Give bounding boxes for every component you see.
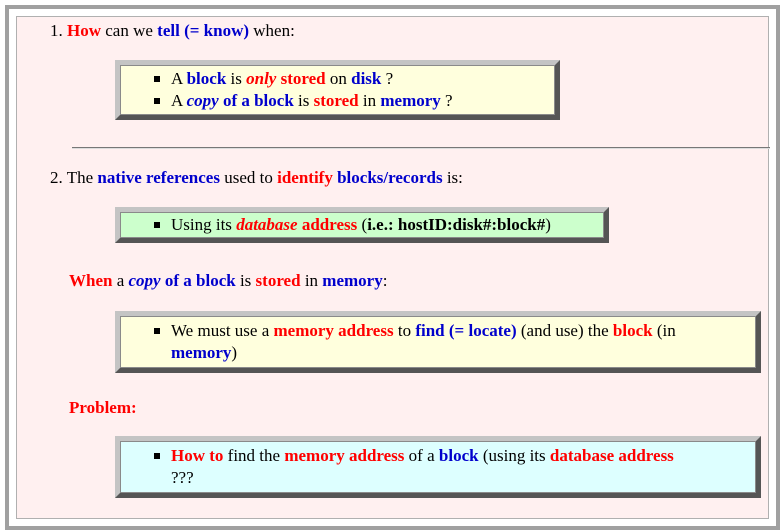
list-item: How to find the memory address of a bloc… bbox=[154, 445, 747, 489]
text: stored bbox=[280, 69, 326, 88]
text: (and use) the bbox=[516, 321, 613, 340]
text: (using its bbox=[478, 446, 550, 465]
text: i.e.: hostID:disk#:block# bbox=[367, 215, 546, 234]
page-frame: 1. How can we tell (= know) when: A bloc… bbox=[5, 5, 780, 530]
text: ? bbox=[440, 91, 453, 110]
text: when: bbox=[249, 21, 295, 40]
box-database-address: Using its database address (i.e.: hostID… bbox=[115, 207, 609, 243]
text: We must use a bbox=[171, 321, 274, 340]
text: ) bbox=[545, 215, 551, 234]
text: native references bbox=[97, 168, 220, 187]
text: is: bbox=[442, 168, 463, 187]
box-memory-address: We must use a memory address to find (= … bbox=[115, 311, 761, 373]
text: copy bbox=[128, 271, 161, 290]
text: is bbox=[226, 69, 247, 88]
text: block bbox=[186, 69, 227, 88]
text: a bbox=[112, 271, 129, 290]
list-item: We must use a memory address to find (= … bbox=[154, 320, 747, 364]
text: disk bbox=[351, 69, 382, 88]
text: on bbox=[325, 69, 352, 88]
text: database bbox=[236, 215, 298, 234]
text: of a block bbox=[222, 91, 294, 110]
text: stored bbox=[255, 271, 301, 290]
text: in bbox=[300, 271, 323, 290]
item-2-heading: 2. The native references used to identif… bbox=[50, 168, 463, 188]
box-problem: How to find the memory address of a bloc… bbox=[115, 436, 761, 498]
text: stored bbox=[313, 91, 359, 110]
text: copy bbox=[186, 91, 219, 110]
text: is bbox=[235, 271, 256, 290]
text-tell-know: tell (= know) bbox=[157, 21, 250, 40]
text: to bbox=[393, 321, 416, 340]
text: blocks/records bbox=[337, 168, 443, 187]
text: find the bbox=[223, 446, 285, 465]
text: block bbox=[612, 321, 653, 340]
box-item-1: A block is only stored on disk ? A copy … bbox=[115, 60, 560, 120]
text: : bbox=[382, 271, 388, 290]
text: Using its bbox=[171, 215, 237, 234]
text: is bbox=[293, 91, 314, 110]
when-heading: When a copy of a block is stored in memo… bbox=[69, 271, 387, 291]
text: memory bbox=[322, 271, 383, 290]
text: only bbox=[246, 69, 277, 88]
text: The bbox=[66, 168, 98, 187]
text: memory address bbox=[284, 446, 405, 465]
list-item: Using its database address (i.e.: hostID… bbox=[154, 214, 599, 236]
item-2-number: 2. bbox=[50, 168, 63, 187]
content-area: 1. How can we tell (= know) when: A bloc… bbox=[16, 16, 770, 519]
text: database address bbox=[549, 446, 674, 465]
text: How to bbox=[171, 446, 224, 465]
text: ? bbox=[381, 69, 394, 88]
text: of a bbox=[404, 446, 439, 465]
list-item: A copy of a block is stored in memory ? bbox=[154, 90, 544, 112]
text: ( bbox=[357, 215, 368, 234]
text: (in bbox=[652, 321, 676, 340]
text: of a block bbox=[164, 271, 236, 290]
item-1-heading: 1. How can we tell (= know) when: bbox=[50, 21, 295, 41]
item-1-number: 1. bbox=[50, 21, 63, 40]
text: identify bbox=[277, 168, 333, 187]
text: memory address bbox=[273, 321, 394, 340]
text: memory bbox=[171, 343, 232, 362]
text: used to bbox=[219, 168, 278, 187]
text: can we bbox=[101, 21, 158, 40]
text: find (= locate) bbox=[415, 321, 517, 340]
text: When bbox=[69, 271, 113, 290]
text: block bbox=[438, 446, 479, 465]
problem-heading: Problem: bbox=[69, 398, 137, 417]
text: memory bbox=[380, 91, 441, 110]
text: in bbox=[358, 91, 381, 110]
text: A bbox=[171, 91, 187, 110]
text: A bbox=[171, 69, 187, 88]
text: address bbox=[301, 215, 358, 234]
text-how: How bbox=[67, 21, 101, 40]
section-divider bbox=[72, 147, 770, 149]
list-item: A block is only stored on disk ? bbox=[154, 68, 544, 90]
text: ) bbox=[231, 343, 238, 362]
text: ??? bbox=[171, 468, 194, 487]
